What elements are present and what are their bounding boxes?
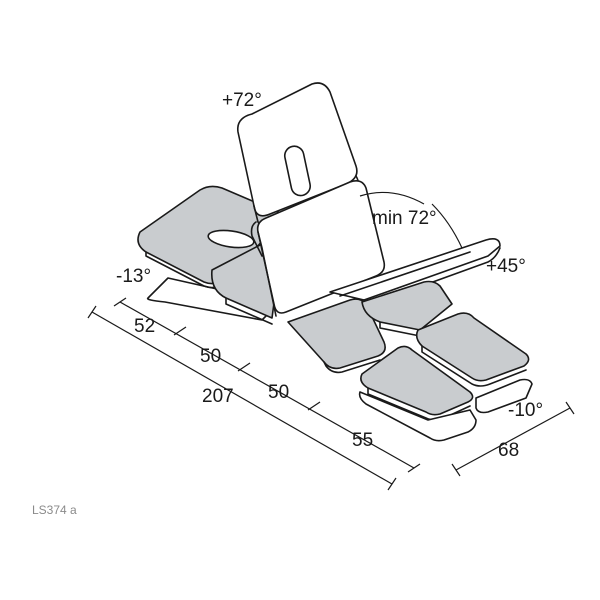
- dimension-label-50-second: 50: [268, 382, 289, 403]
- back-section-raised: [236, 82, 360, 227]
- figure-code: LS374 a: [32, 503, 77, 517]
- dimension-label-width: 68: [498, 440, 519, 461]
- dimension-label-52: 52: [134, 316, 155, 337]
- angle-arc-leg: [431, 203, 463, 249]
- label-min-angle: min 72°: [372, 208, 437, 229]
- seat-cushion: [287, 298, 386, 374]
- label-back-up-angle: +72°: [222, 90, 262, 111]
- dimension-label-total: 207: [202, 386, 234, 407]
- segment-dimension-line: [113, 297, 421, 473]
- leg-pad-right-upper: [415, 312, 530, 387]
- label-leg-down-angle: -10°: [508, 400, 543, 421]
- label-head-down-angle: -13°: [116, 266, 151, 287]
- leg-section-raised: [329, 238, 501, 305]
- leg-pad-right-lowered: [475, 378, 533, 414]
- dimension-label-55: 55: [352, 430, 373, 451]
- angle-arc-min: [359, 191, 425, 205]
- dimension-label-50-first: 50: [200, 346, 221, 367]
- label-leg-up-angle: +45°: [486, 256, 526, 277]
- face-hole: [207, 229, 255, 249]
- upper-leg-pad: [361, 280, 453, 337]
- back-rest-panel: [250, 180, 386, 317]
- leg-pad-left-lowered: [358, 391, 477, 442]
- total-dimension-line: [87, 305, 397, 491]
- width-dimension-line: [451, 401, 575, 477]
- back-hole: [283, 145, 312, 197]
